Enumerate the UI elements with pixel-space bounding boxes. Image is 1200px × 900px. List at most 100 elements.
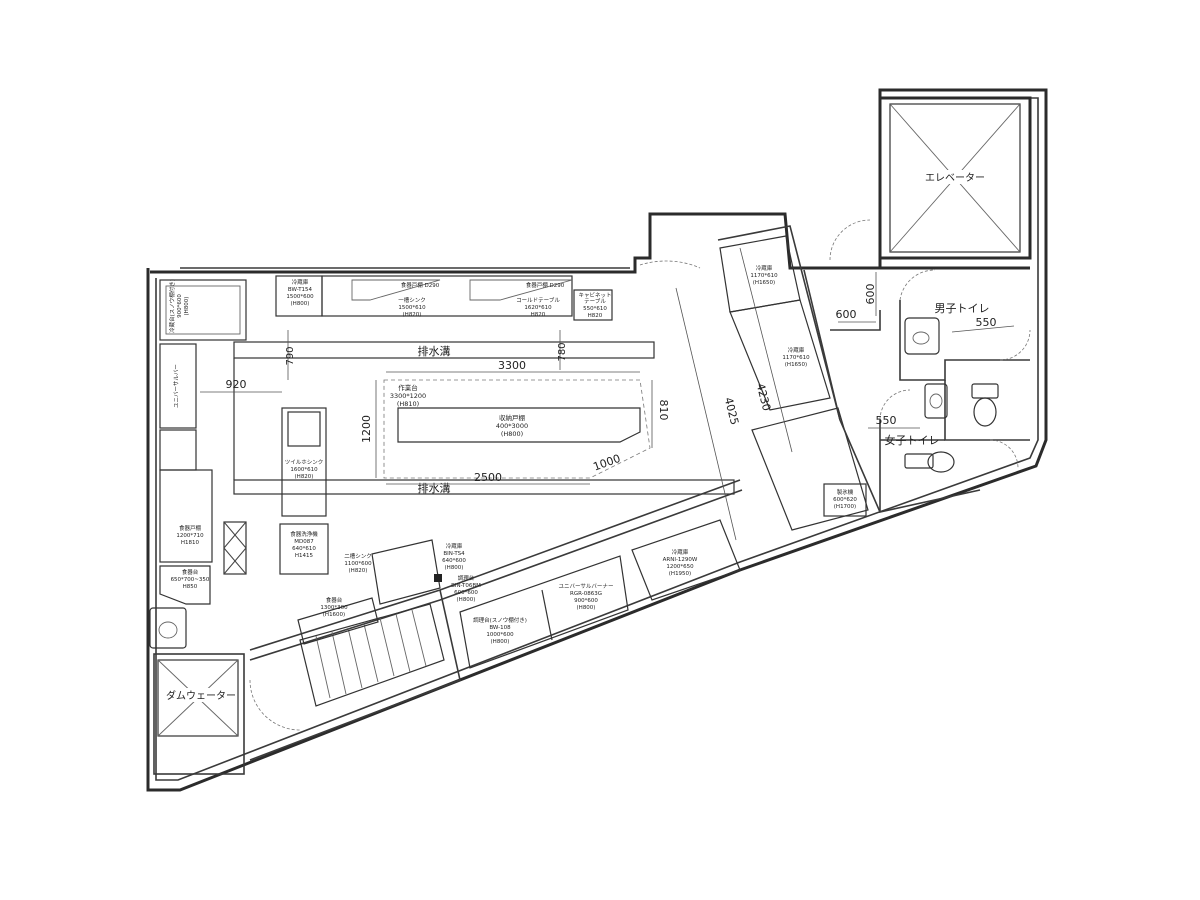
dim-3300: 3300 [498, 359, 526, 372]
drain-top-label-bg [416, 343, 452, 357]
work-table-label: 作業台 3300*1200 (H810) [390, 383, 426, 408]
svg-text:(H800): (H800) [577, 605, 596, 611]
drain-bottom-label: 排水溝 [418, 481, 451, 495]
svg-text:(H800): (H800) [445, 565, 464, 571]
cabinet-table-label: キャビネット テーブル 550*610 H820 [578, 291, 611, 319]
mens-toilet-tank [971, 383, 999, 399]
svg-text:(H810): (H810) [397, 400, 419, 408]
stair-step-1 [315, 635, 331, 699]
drain-top [233, 341, 655, 359]
svg-text:H1415: H1415 [295, 553, 314, 559]
dim-1000: 1000 [591, 452, 622, 474]
svg-text:BIN-T06BM: BIN-T06BM [451, 583, 481, 589]
svg-text:テーブル: テーブル [584, 297, 606, 305]
cabinet-table-box [573, 289, 613, 321]
svg-text:(H820): (H820) [295, 474, 314, 480]
svg-text:H820: H820 [588, 313, 603, 319]
heater-top-label: 冷蔵庫 BIN-TS4 640*600 (H800) [442, 542, 466, 571]
womens-sink [924, 383, 948, 419]
womens-room-wall [879, 420, 981, 513]
svg-text:H1810: H1810 [181, 540, 200, 546]
svg-text:600*620: 600*620 [833, 497, 857, 503]
womens-sink-bowl [929, 393, 943, 409]
svg-text:900*600: 900*600 [574, 598, 598, 604]
womens-toilet-label: 女子トイレ [885, 433, 940, 447]
svg-text:一槽シンク: 一槽シンク [398, 296, 426, 304]
womens-toilet-bowl [927, 451, 955, 473]
svg-text:(H1650): (H1650) [753, 280, 775, 286]
svg-text:食器台: 食器台 [326, 596, 343, 604]
fryer-box [631, 519, 741, 601]
table-l-label: 食器台 650*700~350 H850 [171, 568, 210, 590]
svg-text:二槽シンク: 二槽シンク [344, 552, 372, 560]
drain-bottom [233, 479, 735, 495]
svg-text:製氷機: 製氷機 [837, 488, 854, 496]
dumbwaiter-shaft [157, 659, 239, 737]
svg-text:900*600: 900*600 [177, 294, 183, 318]
svg-text:BIN-TS4: BIN-TS4 [443, 551, 465, 557]
svg-text:調理台(スノウ棚付き): 調理台(スノウ棚付き) [473, 616, 527, 624]
svg-text:食器台: 食器台 [182, 568, 199, 576]
storage-label: 収納戸棚 400*3000 (H800) [496, 413, 528, 438]
svg-text:1200*650: 1200*650 [666, 564, 694, 570]
svg-text:作業台: 作業台 [398, 383, 418, 392]
dim-4025: 4025 [722, 396, 741, 426]
top-fridge-label: 冷蔵庫 BW-T154 1500*600 (H800) [286, 278, 314, 307]
stair-step-3 [347, 627, 363, 689]
svg-text:調理台: 調理台 [458, 574, 475, 582]
top-counter [321, 275, 573, 317]
svg-text:RGR-0863G: RGR-0863G [570, 591, 602, 597]
dim-1200: 1200 [360, 415, 373, 443]
stairs [299, 603, 445, 707]
door-swing-mens-booth [999, 329, 1031, 361]
bottom-fixtures [249, 260, 743, 761]
fryer-label: 冷蔵庫 ARNI-1290W 1200*650 (H1950) [663, 548, 698, 577]
drain-hatch-4 [223, 547, 247, 575]
ice-area-box [751, 407, 869, 531]
dim-line-4025 [675, 287, 737, 541]
dim-920: 920 [226, 378, 247, 391]
universal-left-box [159, 343, 197, 429]
drain-hatch-2 [223, 521, 247, 549]
univ-burner-area [459, 555, 629, 669]
svg-text:コールドテーブル: コールドテーブル [516, 296, 560, 304]
top-shelf1-label: 食器戸棚 D290 [401, 281, 440, 289]
svg-text:MD087: MD087 [294, 539, 314, 545]
prep-label: 調理台 BIN-T06BM 600*600 (H800) [451, 574, 481, 603]
svg-text:冷蔵台(スノウ棚付き): 冷蔵台(スノウ棚付き) [168, 279, 176, 333]
door-swing-booth2 [989, 439, 1019, 469]
burner-divider [541, 589, 553, 641]
dumbwaiter-label: ダムウェーター [166, 689, 236, 702]
elevator-car [889, 103, 1021, 253]
svg-text:冷蔵庫: 冷蔵庫 [292, 278, 309, 286]
storage-box [397, 407, 641, 443]
womens-toilet-tank [904, 453, 934, 469]
ice-maker-box [823, 483, 867, 517]
column-marker [434, 574, 442, 582]
hand-sink [149, 607, 187, 649]
dim-790: 790 [285, 346, 296, 365]
dim-4230: 4230 [754, 382, 773, 412]
univ-burner-label: ユニバーサルバーナー RGR-0863G 900*600 (H800) [559, 583, 614, 611]
svg-text:1620*610: 1620*610 [524, 305, 552, 311]
svg-text:(H800): (H800) [501, 430, 523, 438]
right-fixtures [717, 225, 1030, 531]
dish-washer-label: 食器洗浄機 MD087 640*610 H1415 [290, 530, 318, 559]
svg-text:1200*710: 1200*710 [176, 533, 204, 539]
right-partition-1 [717, 225, 841, 421]
svg-text:冷蔵庫: 冷蔵庫 [788, 346, 805, 354]
svg-text:(H1950): (H1950) [669, 571, 691, 577]
dumbwaiter-room [153, 653, 245, 775]
island [279, 379, 651, 575]
svg-text:H850: H850 [183, 584, 198, 590]
food-cabinet-label: 食器戸棚 1200*710 H1810 [176, 524, 204, 546]
door-swing-womens [879, 389, 911, 421]
top-fixtures [275, 275, 613, 321]
ref-mid-label: 冷蔵庫 1170*610 (H1650) [782, 346, 810, 368]
elevator: エレベーター [878, 96, 1032, 270]
svg-text:400*3000: 400*3000 [496, 422, 528, 430]
fridge-left-box [159, 429, 197, 471]
universal-left-label: ユニバーサルバー [173, 364, 180, 408]
svg-text:BW-T154: BW-T154 [288, 287, 313, 293]
